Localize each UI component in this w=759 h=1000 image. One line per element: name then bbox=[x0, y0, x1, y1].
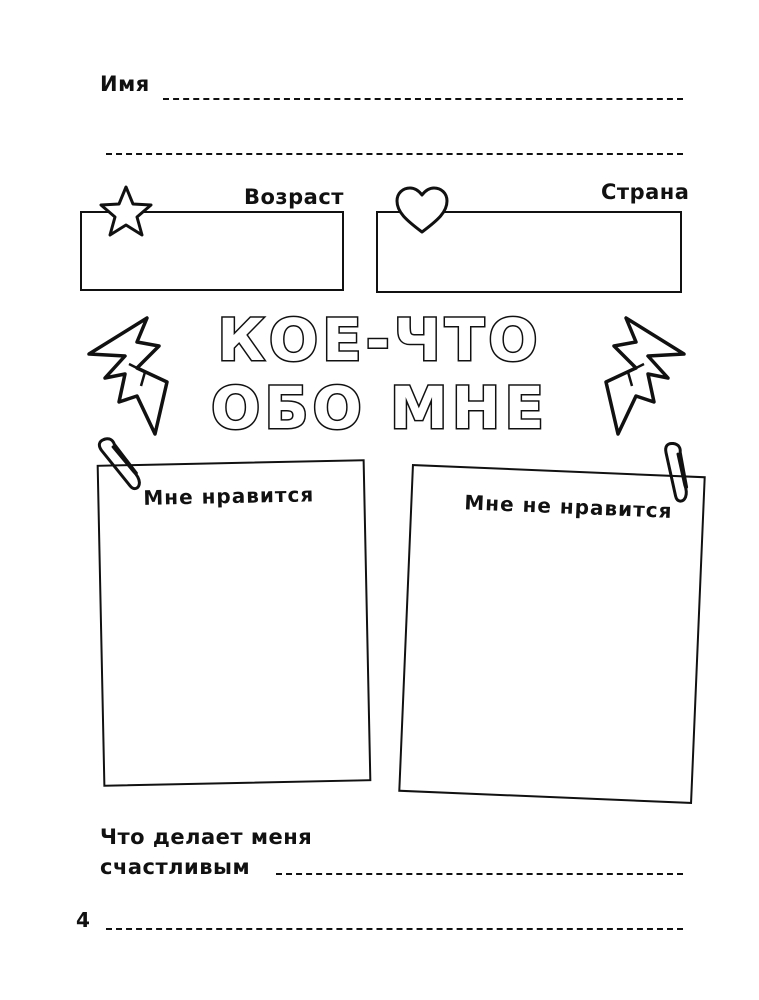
happy-line-2[interactable] bbox=[106, 928, 683, 930]
title-line-2: ОБО МНЕ bbox=[210, 373, 548, 444]
happy-line-1[interactable] bbox=[276, 873, 683, 875]
paperclip-left-icon bbox=[97, 437, 141, 491]
dislikes-label: Мне не нравится bbox=[463, 490, 673, 523]
dislikes-card[interactable]: Мне не нравится bbox=[398, 463, 706, 805]
happy-label-line1: Что делает меня bbox=[100, 825, 313, 849]
likes-label: Мне нравится bbox=[143, 482, 315, 510]
heart-icon bbox=[395, 186, 449, 234]
likes-card[interactable]: Мне нравится bbox=[96, 459, 372, 787]
name-line-2[interactable] bbox=[106, 153, 683, 155]
happy-label-line2: счастливым bbox=[100, 855, 251, 879]
name-label: Имя bbox=[100, 72, 150, 96]
lightning-right-icon bbox=[604, 316, 686, 436]
paperclip-right-icon bbox=[664, 441, 689, 503]
name-line-1[interactable] bbox=[163, 98, 683, 100]
lightning-left-icon bbox=[87, 316, 169, 436]
age-label: Возраст bbox=[244, 185, 344, 209]
title-line-1: КОЕ-ЧТО bbox=[216, 305, 542, 376]
page-number: 4 bbox=[76, 908, 90, 932]
country-label: Страна bbox=[601, 180, 690, 204]
star-icon bbox=[99, 185, 153, 237]
